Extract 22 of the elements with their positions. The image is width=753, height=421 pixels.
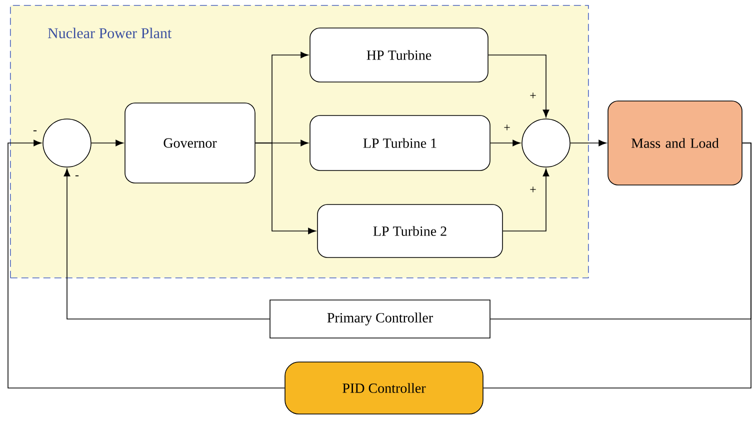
sign-label: - (75, 175, 79, 176)
block-box: Primary Controller (270, 300, 490, 338)
arrow (8, 140, 285, 388)
arrow (255, 142, 316, 234)
sign-label: - (33, 130, 37, 132)
block-box: LP Turbine 1 (310, 115, 490, 171)
arrow (490, 140, 520, 146)
sign-label: + (504, 124, 510, 130)
arrow (64, 168, 270, 320)
block-box: Governor (124, 102, 256, 184)
block-box: LP Turbine 2 (317, 204, 503, 258)
arrow (502, 168, 550, 232)
controller-box: PID Controller (284, 362, 484, 414)
block-box: HP Turbine (310, 28, 488, 82)
arrow (488, 54, 550, 118)
summing-junction (522, 118, 570, 168)
arrow (91, 140, 124, 146)
sign-label: + (530, 92, 536, 98)
block-box: Mass and Load (608, 100, 742, 186)
arrow (570, 140, 606, 146)
summing-junction (42, 118, 92, 168)
sign-label: + (530, 186, 536, 192)
